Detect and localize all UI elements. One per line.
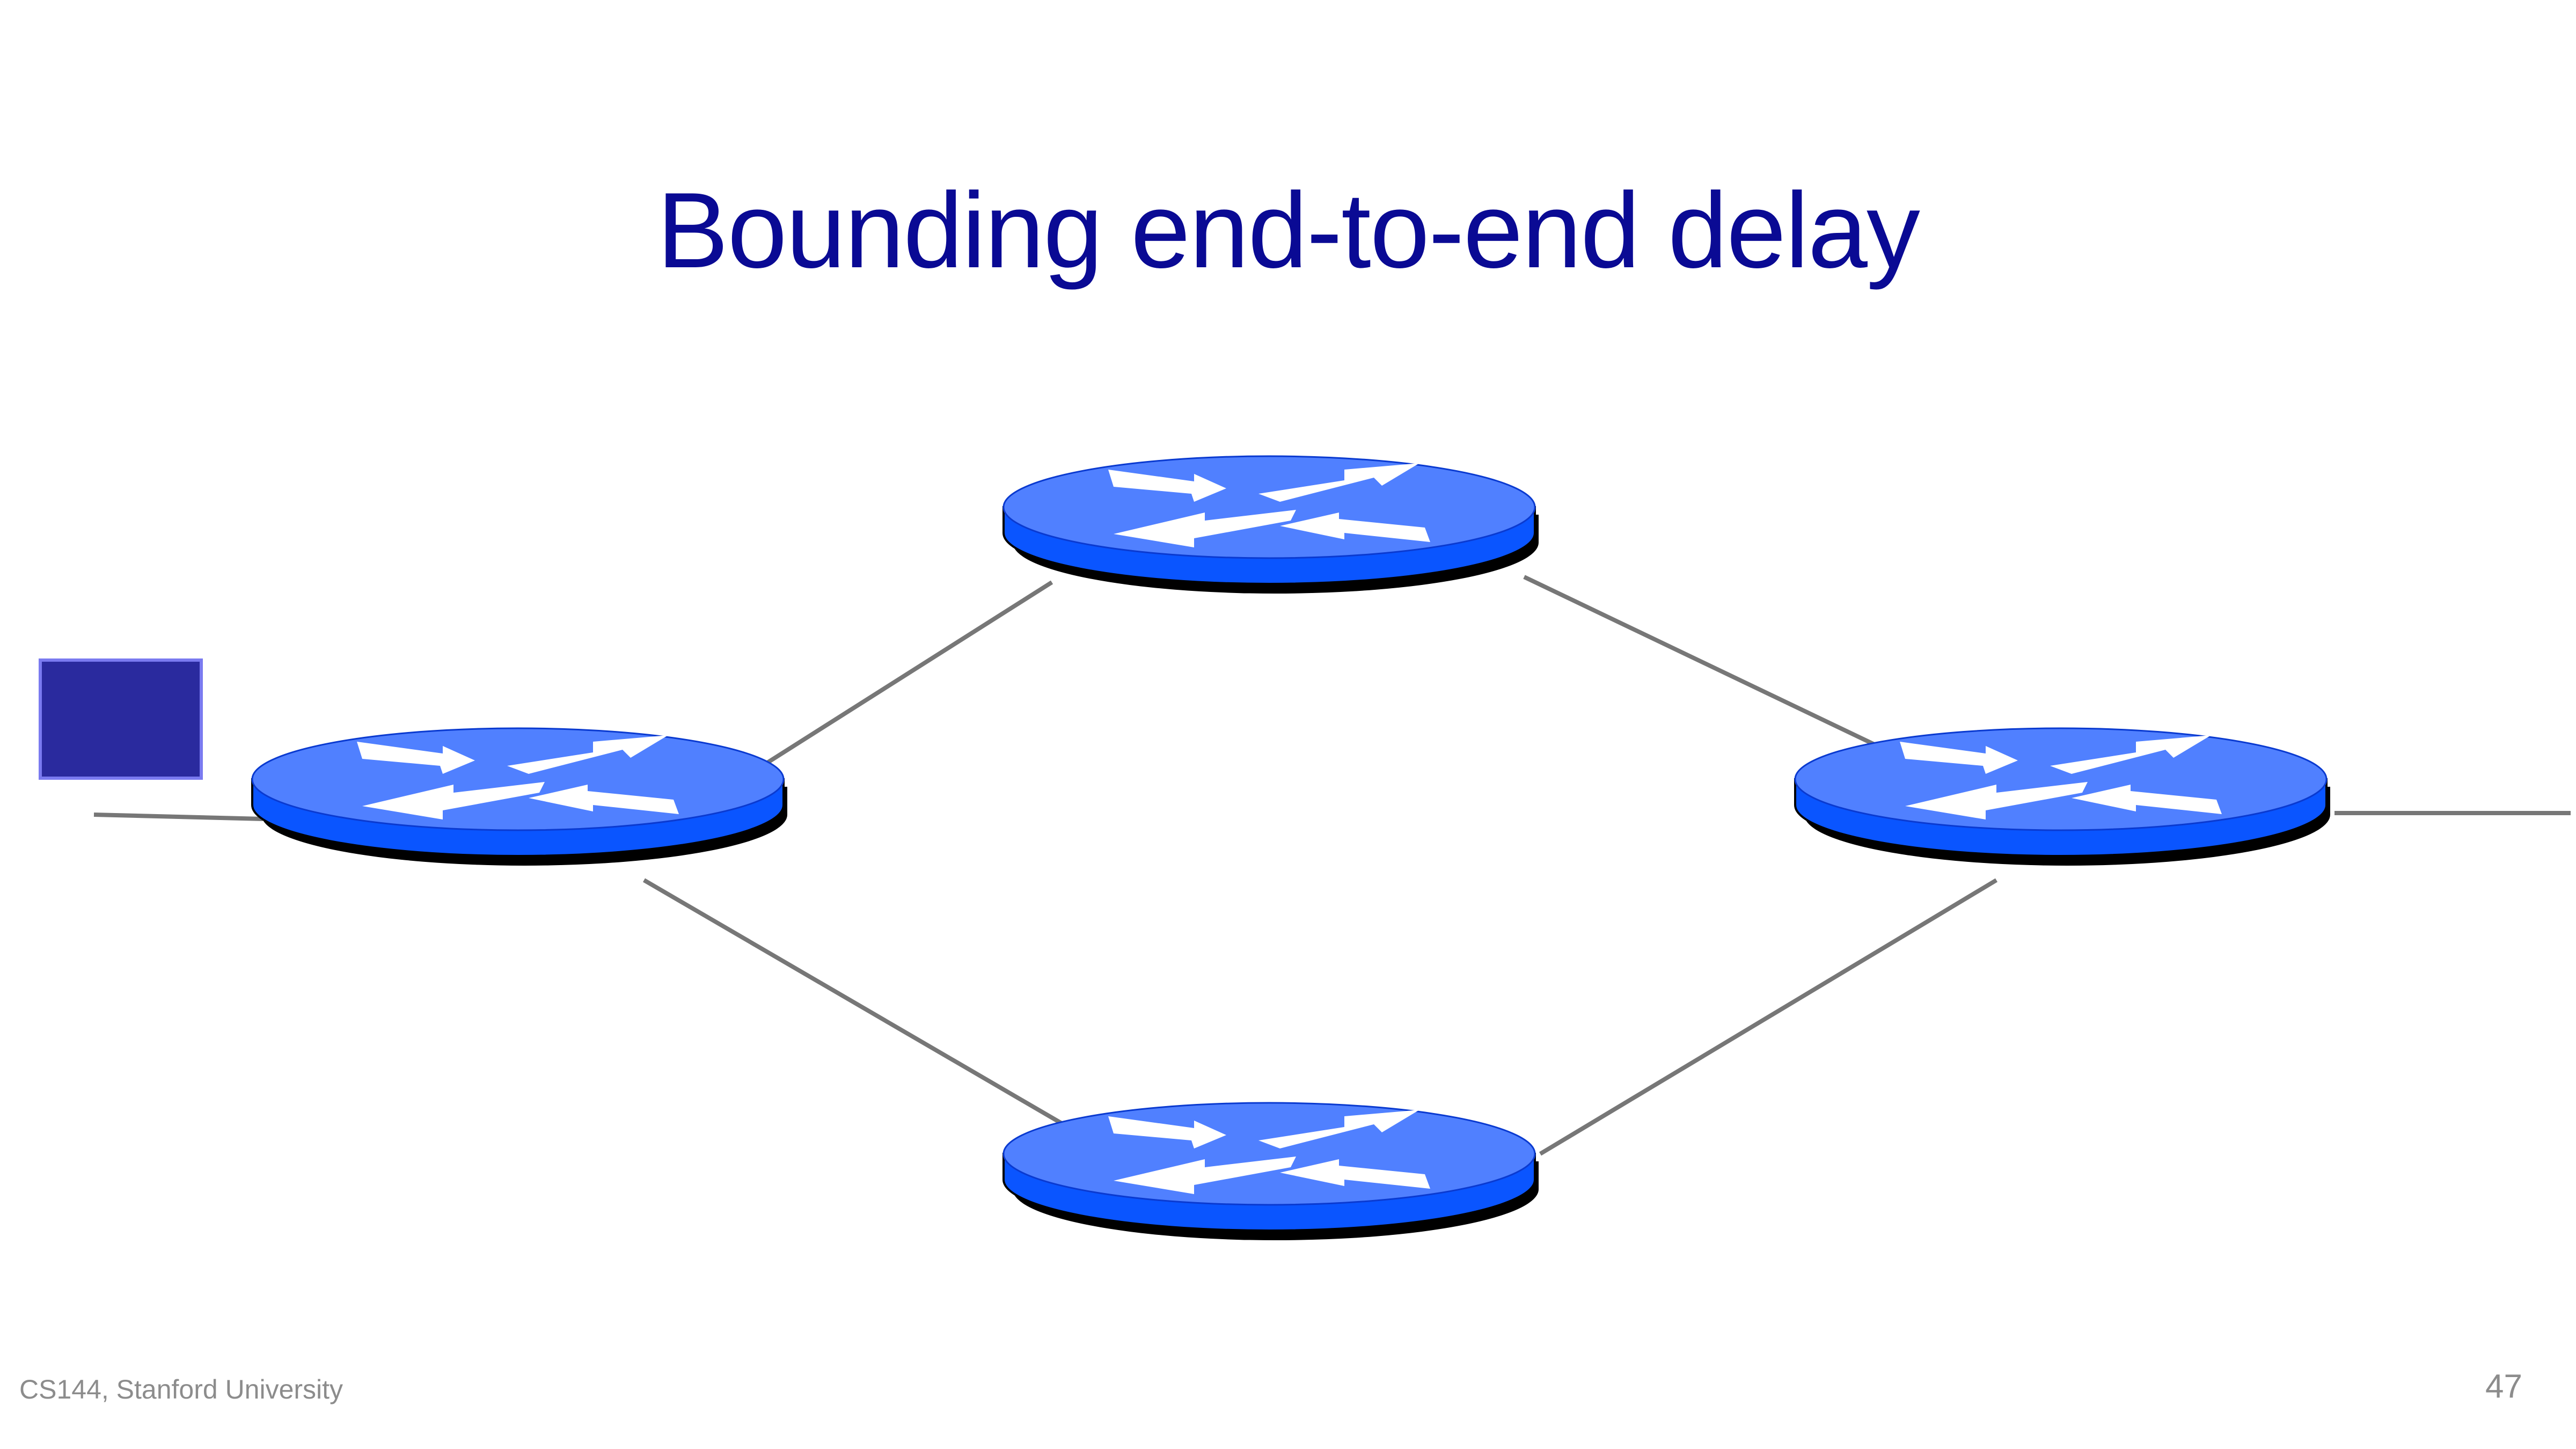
- footer-course: CS144, Stanford University: [19, 1374, 343, 1404]
- link-bottom-right: [1539, 878, 1998, 1156]
- router-right-icon: [1794, 727, 2331, 867]
- router-left-icon: [251, 727, 788, 867]
- link-edge-left: [93, 813, 264, 821]
- host-square: [39, 658, 203, 780]
- slide-title: Bounding end-to-end delay: [657, 171, 1920, 290]
- page-number: 47: [2485, 1368, 2522, 1405]
- router-top-icon: [1002, 455, 1540, 595]
- link-top-right: [1523, 575, 1896, 756]
- link-left-bottom: [642, 878, 1070, 1129]
- router-bottom-icon: [1002, 1102, 1540, 1241]
- link-left-top: [750, 580, 1053, 775]
